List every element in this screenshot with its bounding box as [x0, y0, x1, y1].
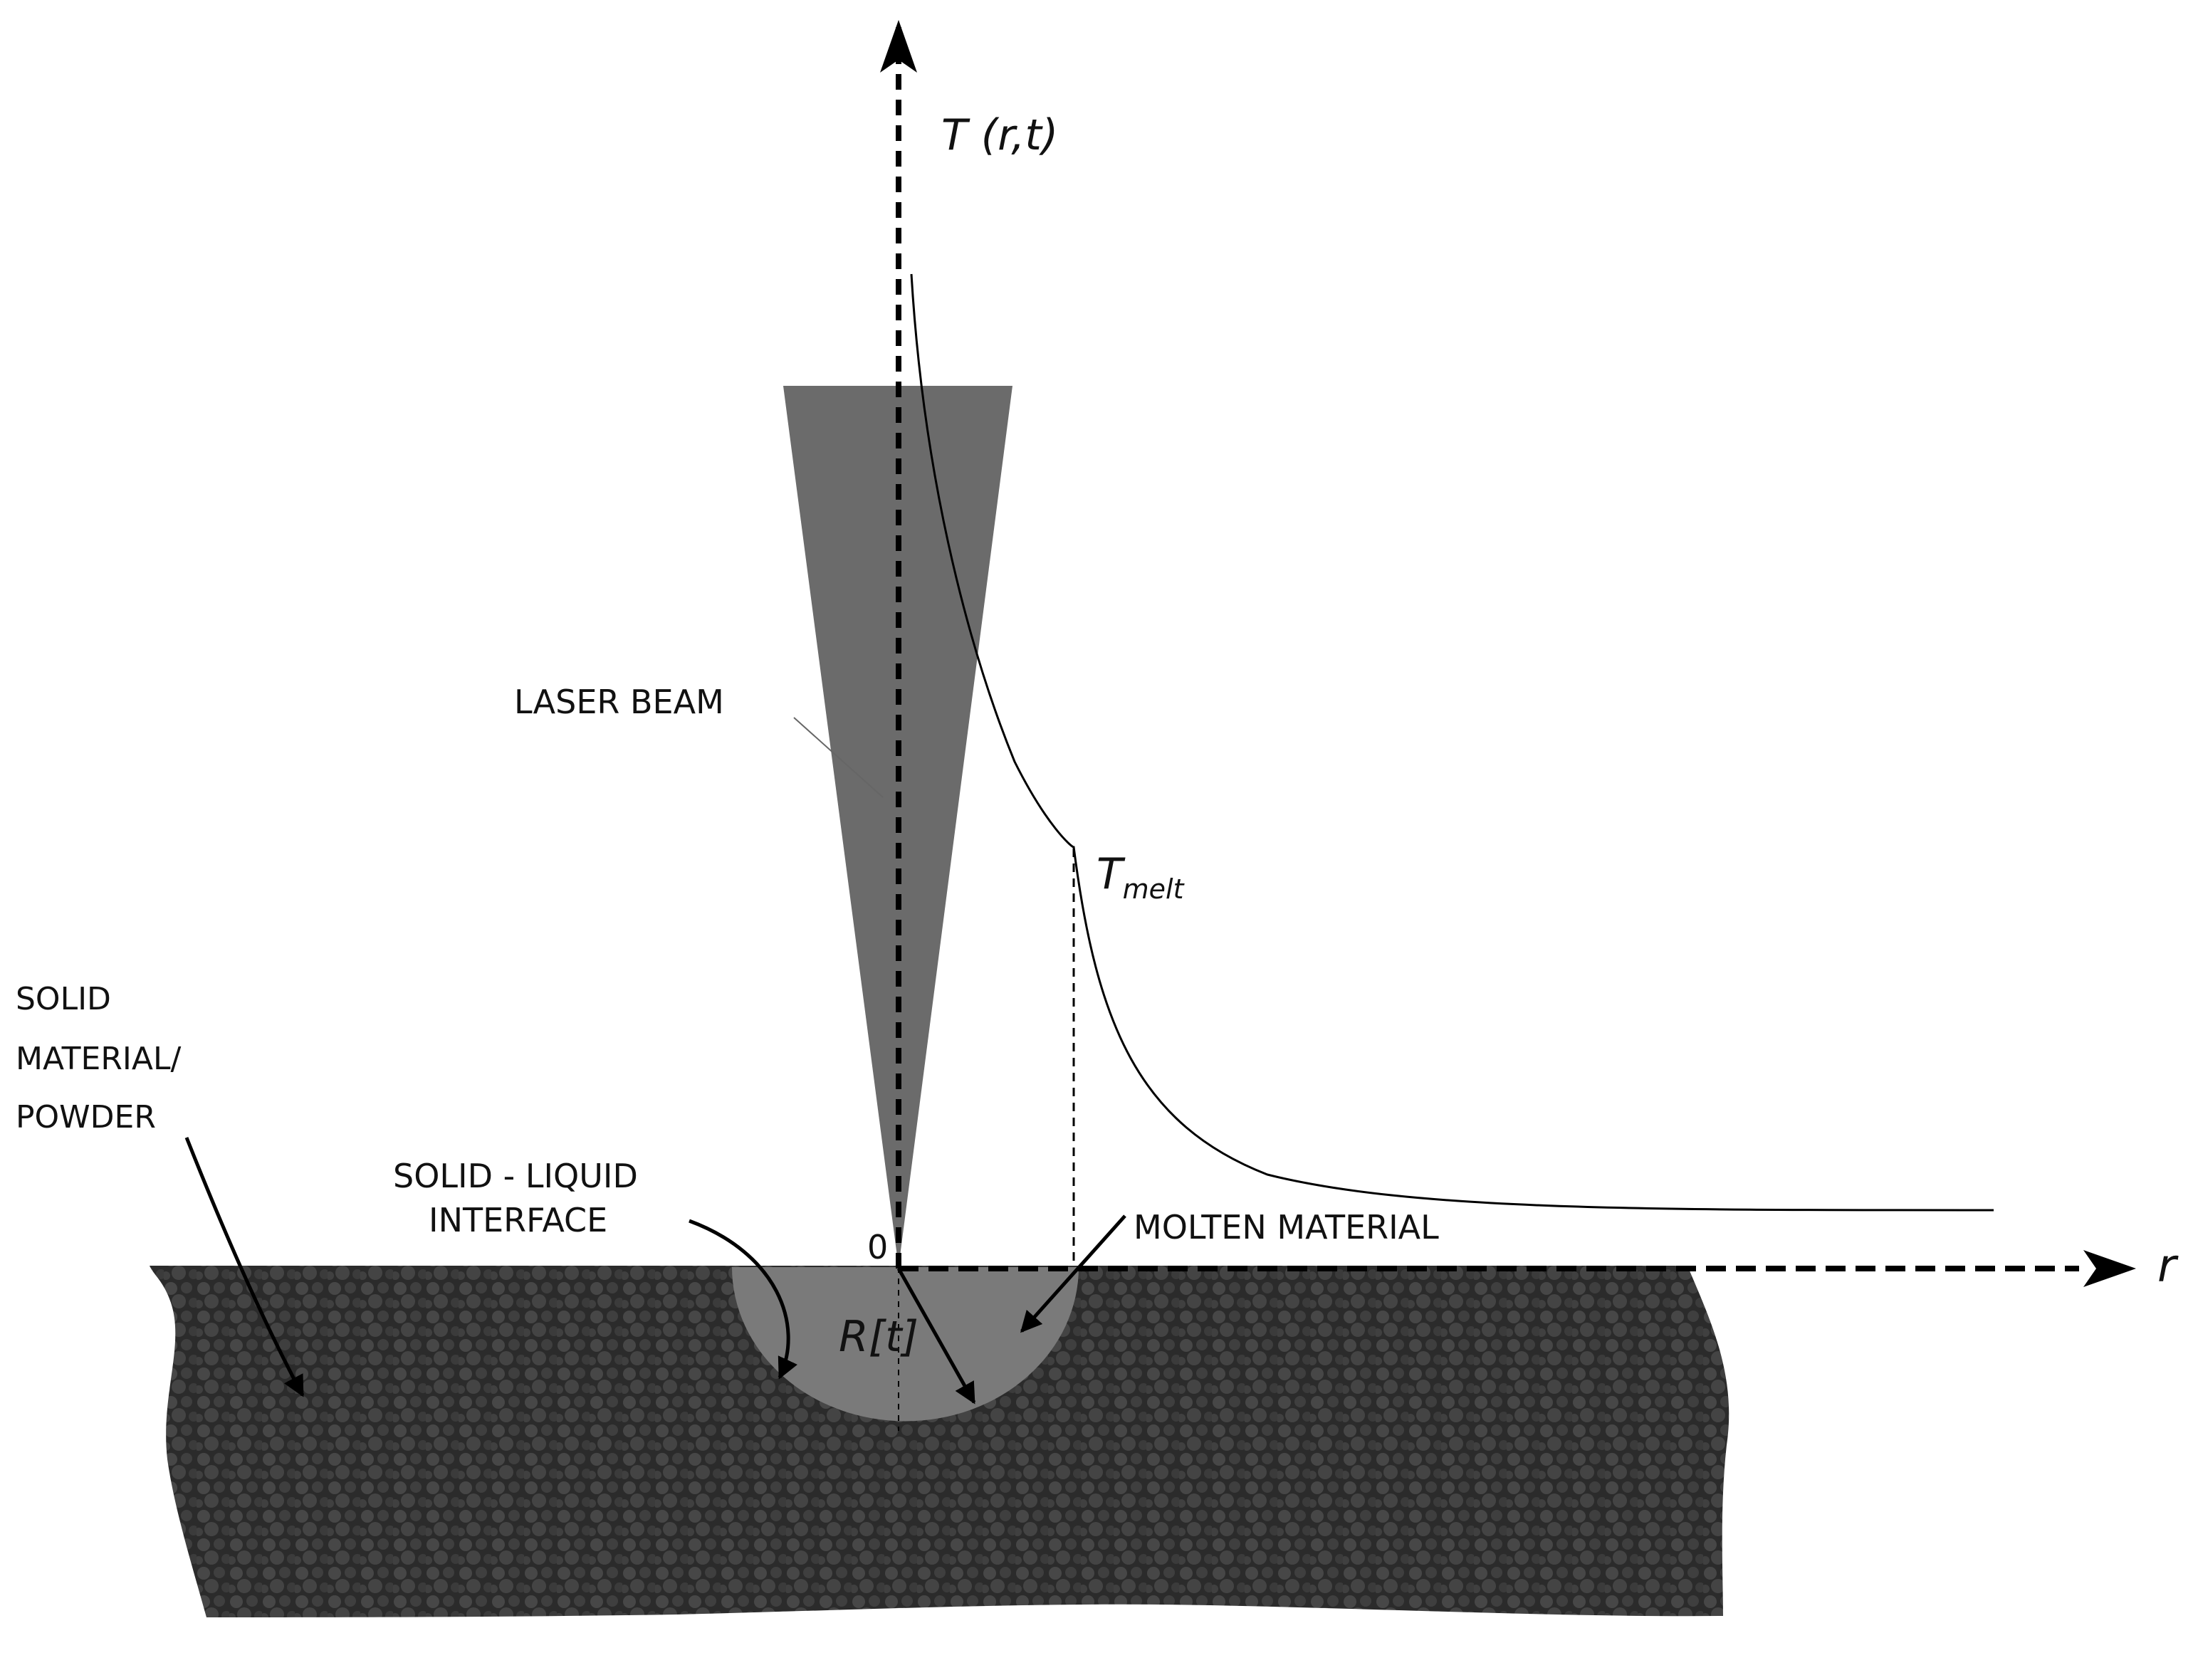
solid-material-label-3: POWDER — [16, 1099, 156, 1135]
radius-arrow — [896, 1267, 976, 1405]
powder-substrate — [150, 1266, 1729, 1617]
molten-leader — [1020, 1214, 1126, 1333]
solid-material-leader — [184, 1137, 305, 1397]
radius-label: R[t] — [839, 1312, 919, 1362]
y-axis-label: T (r,t) — [941, 110, 1058, 160]
interface-label-1: SOLID - LIQUID — [393, 1157, 638, 1195]
x-axis-label: r — [2157, 1240, 2179, 1293]
temperature-curve — [910, 273, 1994, 1212]
y-axis-arrowhead — [880, 20, 917, 73]
origin-label: 0 — [867, 1228, 888, 1266]
solid-material-label-2: MATERIAL/ — [16, 1041, 181, 1077]
solid-material-label-1: SOLID — [16, 981, 111, 1017]
t-melt-label: Tmelt — [1097, 849, 1186, 905]
laser-beam-leader — [793, 717, 884, 798]
x-axis-arrowhead — [2083, 1250, 2136, 1287]
interface-label-2: INTERFACE — [429, 1201, 607, 1239]
laser-beam-label: LASER BEAM — [514, 683, 724, 721]
interface-leader — [689, 1219, 797, 1380]
molten-material-label: MOLTEN MATERIAL — [1134, 1208, 1439, 1246]
melt-pool — [732, 1267, 1079, 1422]
